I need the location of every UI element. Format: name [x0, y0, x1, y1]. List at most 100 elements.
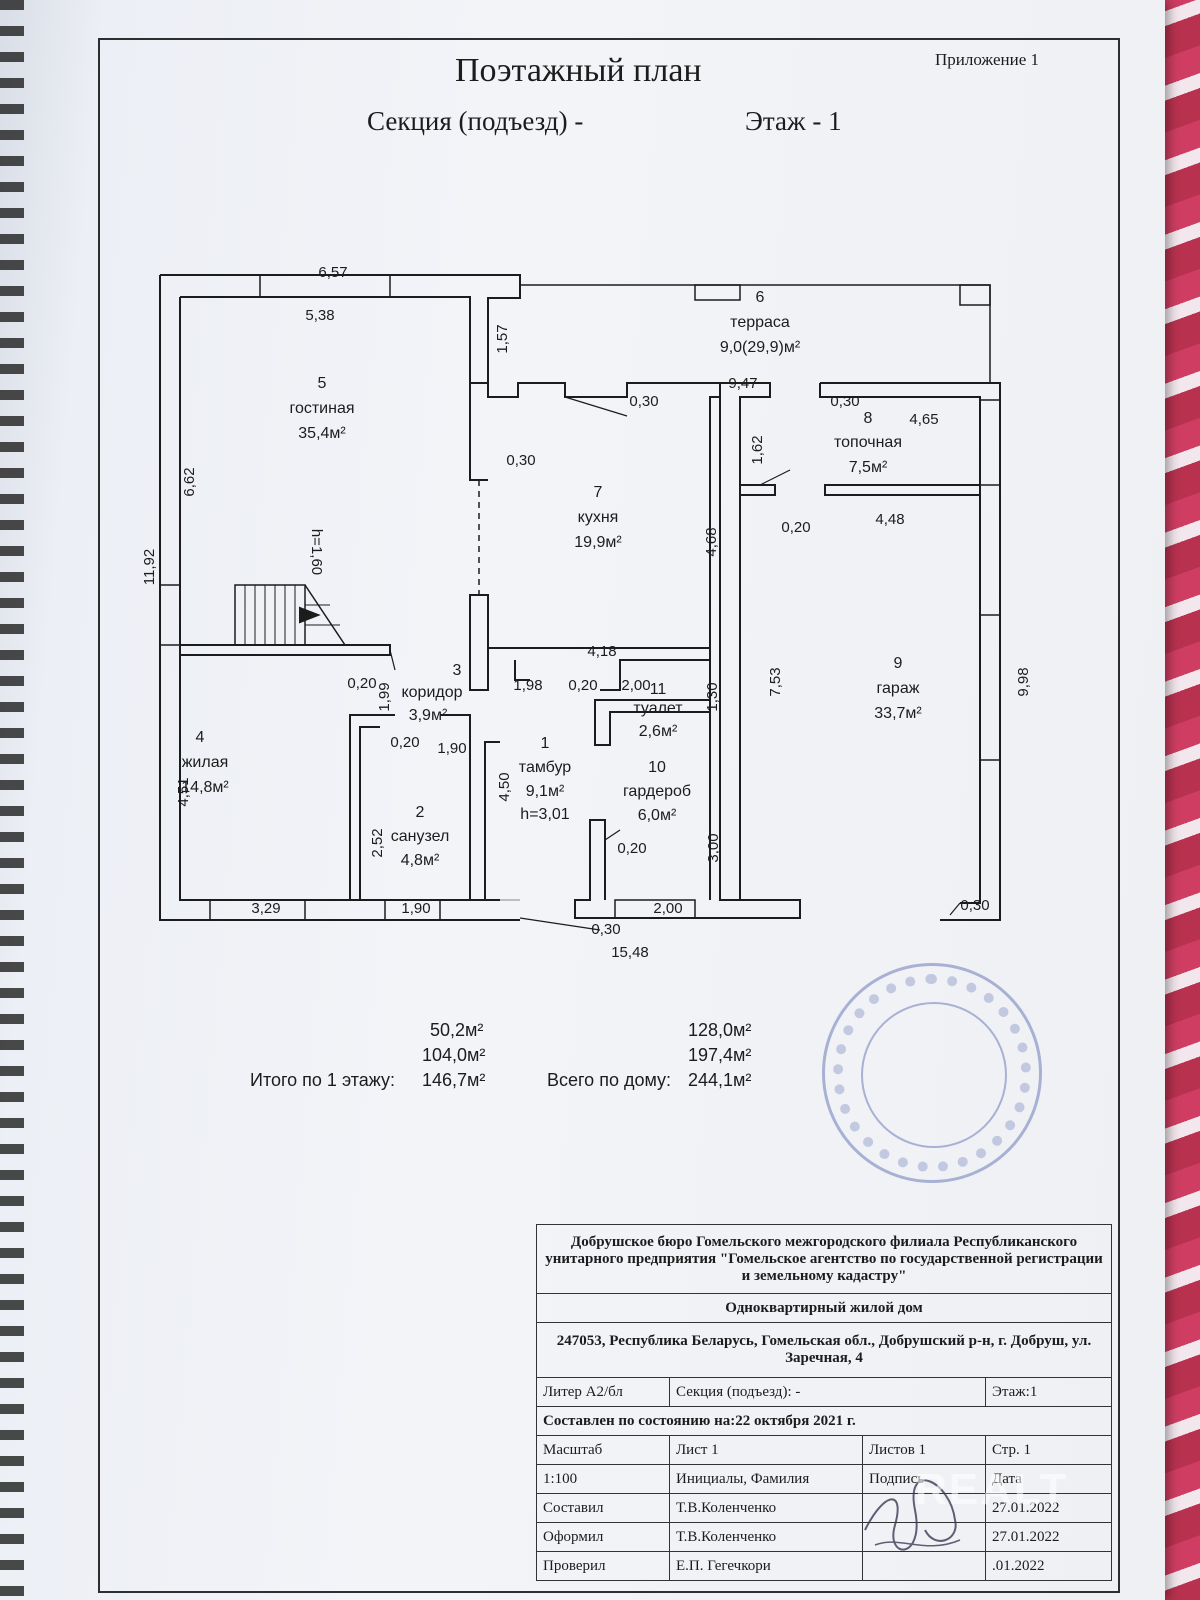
state-date: Составлен по состоянию на:22 октября 202…: [536, 1406, 1112, 1436]
room-6-name: терраса: [730, 314, 790, 331]
room-1-num: 1: [541, 735, 550, 752]
designed-label: Оформил: [536, 1522, 670, 1552]
dim-label: 0,20: [781, 519, 810, 536]
designed-date: 27.01.2022: [985, 1522, 1112, 1552]
dim-label: 9,47: [728, 375, 757, 392]
room-2-area: 4,8м²: [401, 852, 440, 869]
wall-left-inner: [179, 297, 500, 901]
dim-label: 0,20: [390, 734, 419, 751]
room-2-num: 2: [416, 804, 425, 821]
checked-name: Е.П. Гегечкори: [669, 1551, 863, 1581]
dim-label: 1,90: [437, 740, 466, 757]
dim-label: 0,30: [629, 393, 658, 410]
room-8-name: топочная: [834, 434, 902, 451]
room-3-area: 3,9м²: [409, 707, 448, 724]
wall-top-inner: [180, 296, 488, 481]
dim-label: 0,20: [617, 840, 646, 857]
dim-label: 4,18: [587, 643, 616, 660]
room-6-area: 9,0(29,9)м²: [720, 339, 801, 356]
room-7-num: 7: [594, 484, 603, 501]
dim-label: 15,48: [611, 944, 649, 961]
drawing-frame: [98, 38, 1120, 1593]
dim-label: 1,90: [401, 900, 430, 917]
appendix-label: Приложение 1: [935, 50, 1039, 69]
partition-column: [469, 594, 489, 691]
room-10-area: 6,0м²: [638, 807, 677, 824]
dim-label: 4,48: [875, 511, 904, 528]
section-label: Секция (подъезд) -: [367, 106, 584, 136]
room-5-area: 35,4м²: [298, 425, 346, 442]
dim-label: h=1,60: [308, 529, 325, 575]
room-6-num: 6: [756, 289, 765, 306]
dim-label: 4,51: [175, 777, 192, 806]
dim-label: 6,62: [181, 467, 198, 496]
room-10-name: гардероб: [623, 783, 691, 800]
spiral-binding: [0, 0, 24, 1600]
dim-label: 2,52: [369, 828, 386, 857]
total-floor-label: Итого по 1 этажу:: [250, 1070, 396, 1090]
total-value: 50,2м²: [430, 1020, 484, 1040]
handwritten-signature: [864, 1479, 961, 1551]
room-9-area: 33,7м²: [874, 705, 922, 722]
liter: Литер А2/бл: [536, 1377, 670, 1407]
dim-label: 7,53: [767, 667, 784, 696]
dim-label: 0,30: [830, 393, 859, 410]
sheets-label: Листов 1: [862, 1435, 986, 1465]
wall-wardrobe: [594, 699, 711, 746]
wall-boiler: [824, 484, 981, 496]
scale-label: Масштаб: [536, 1435, 670, 1465]
dim-label: 1,30: [704, 682, 721, 711]
room-4-area: 14,8м²: [181, 779, 229, 796]
signature-header: Подпись: [862, 1464, 986, 1494]
total-house-label: Всего по дому:: [547, 1070, 672, 1090]
room-10-num: 10: [648, 759, 666, 776]
room-4-num: 4: [196, 729, 205, 746]
dim-label: 2,00: [653, 900, 682, 917]
object-name: Одноквартирный жилой дом: [536, 1293, 1112, 1323]
sheet-label: Лист 1: [669, 1435, 863, 1465]
wall-garage-left: [720, 382, 771, 900]
title-block: Добрушское бюро Гомельского межгородског…: [536, 1224, 1112, 1581]
room-4-name: жилая: [182, 754, 229, 771]
window-living: [259, 274, 391, 298]
designed-name: Т.В.Коленченко: [669, 1522, 863, 1552]
dim-label: 1,62: [749, 435, 766, 464]
dim-label: 3,00: [705, 833, 722, 862]
room-9-num: 9: [894, 655, 903, 672]
room-7-name: кухня: [578, 509, 619, 526]
room-5-num: 5: [318, 375, 327, 392]
room-8-num: 8: [864, 410, 873, 427]
room-1-height: h=3,01: [520, 806, 569, 823]
room-11-area: 2,6м²: [639, 723, 678, 740]
room-2-name: санузел: [391, 828, 450, 845]
wall-garage-right: [820, 382, 1001, 921]
dim-label: 0,30: [506, 452, 535, 469]
floor: Этаж:1: [985, 1377, 1112, 1407]
dim-label: 5,38: [305, 307, 334, 324]
dim-label: 1,99: [376, 682, 393, 711]
section: Секция (подъезд): -: [669, 1377, 986, 1407]
watermark: REALT: [915, 1465, 1069, 1514]
floor-label: Этаж - 1: [745, 106, 842, 136]
scale-value: 1:100: [536, 1464, 670, 1494]
dim-label: 6,57: [318, 264, 347, 281]
official-stamp: [822, 963, 1042, 1183]
wall-left-outer: [159, 275, 520, 921]
total-floor-value: 146,7м²: [422, 1070, 486, 1090]
total-value: 104,0м²: [422, 1045, 486, 1065]
checked-date: .01.2022: [985, 1551, 1112, 1581]
dim-label: 0,20: [568, 677, 597, 694]
wall-living: [180, 644, 391, 656]
dim-label: 11,92: [141, 549, 158, 585]
room-11-name: туалет: [633, 700, 683, 717]
room-8-area: 7,5м²: [849, 459, 888, 476]
room-3-num: 3: [453, 662, 462, 679]
dim-label: 1,98: [513, 677, 542, 694]
stairs-arrow: [299, 606, 321, 624]
dim-label: 0,30: [960, 897, 989, 914]
room-5-name: гостиная: [289, 400, 354, 417]
dim-label: 0,20: [347, 675, 376, 692]
compiled-label: Составил: [536, 1493, 670, 1523]
dim-label: 0,30: [591, 921, 620, 938]
